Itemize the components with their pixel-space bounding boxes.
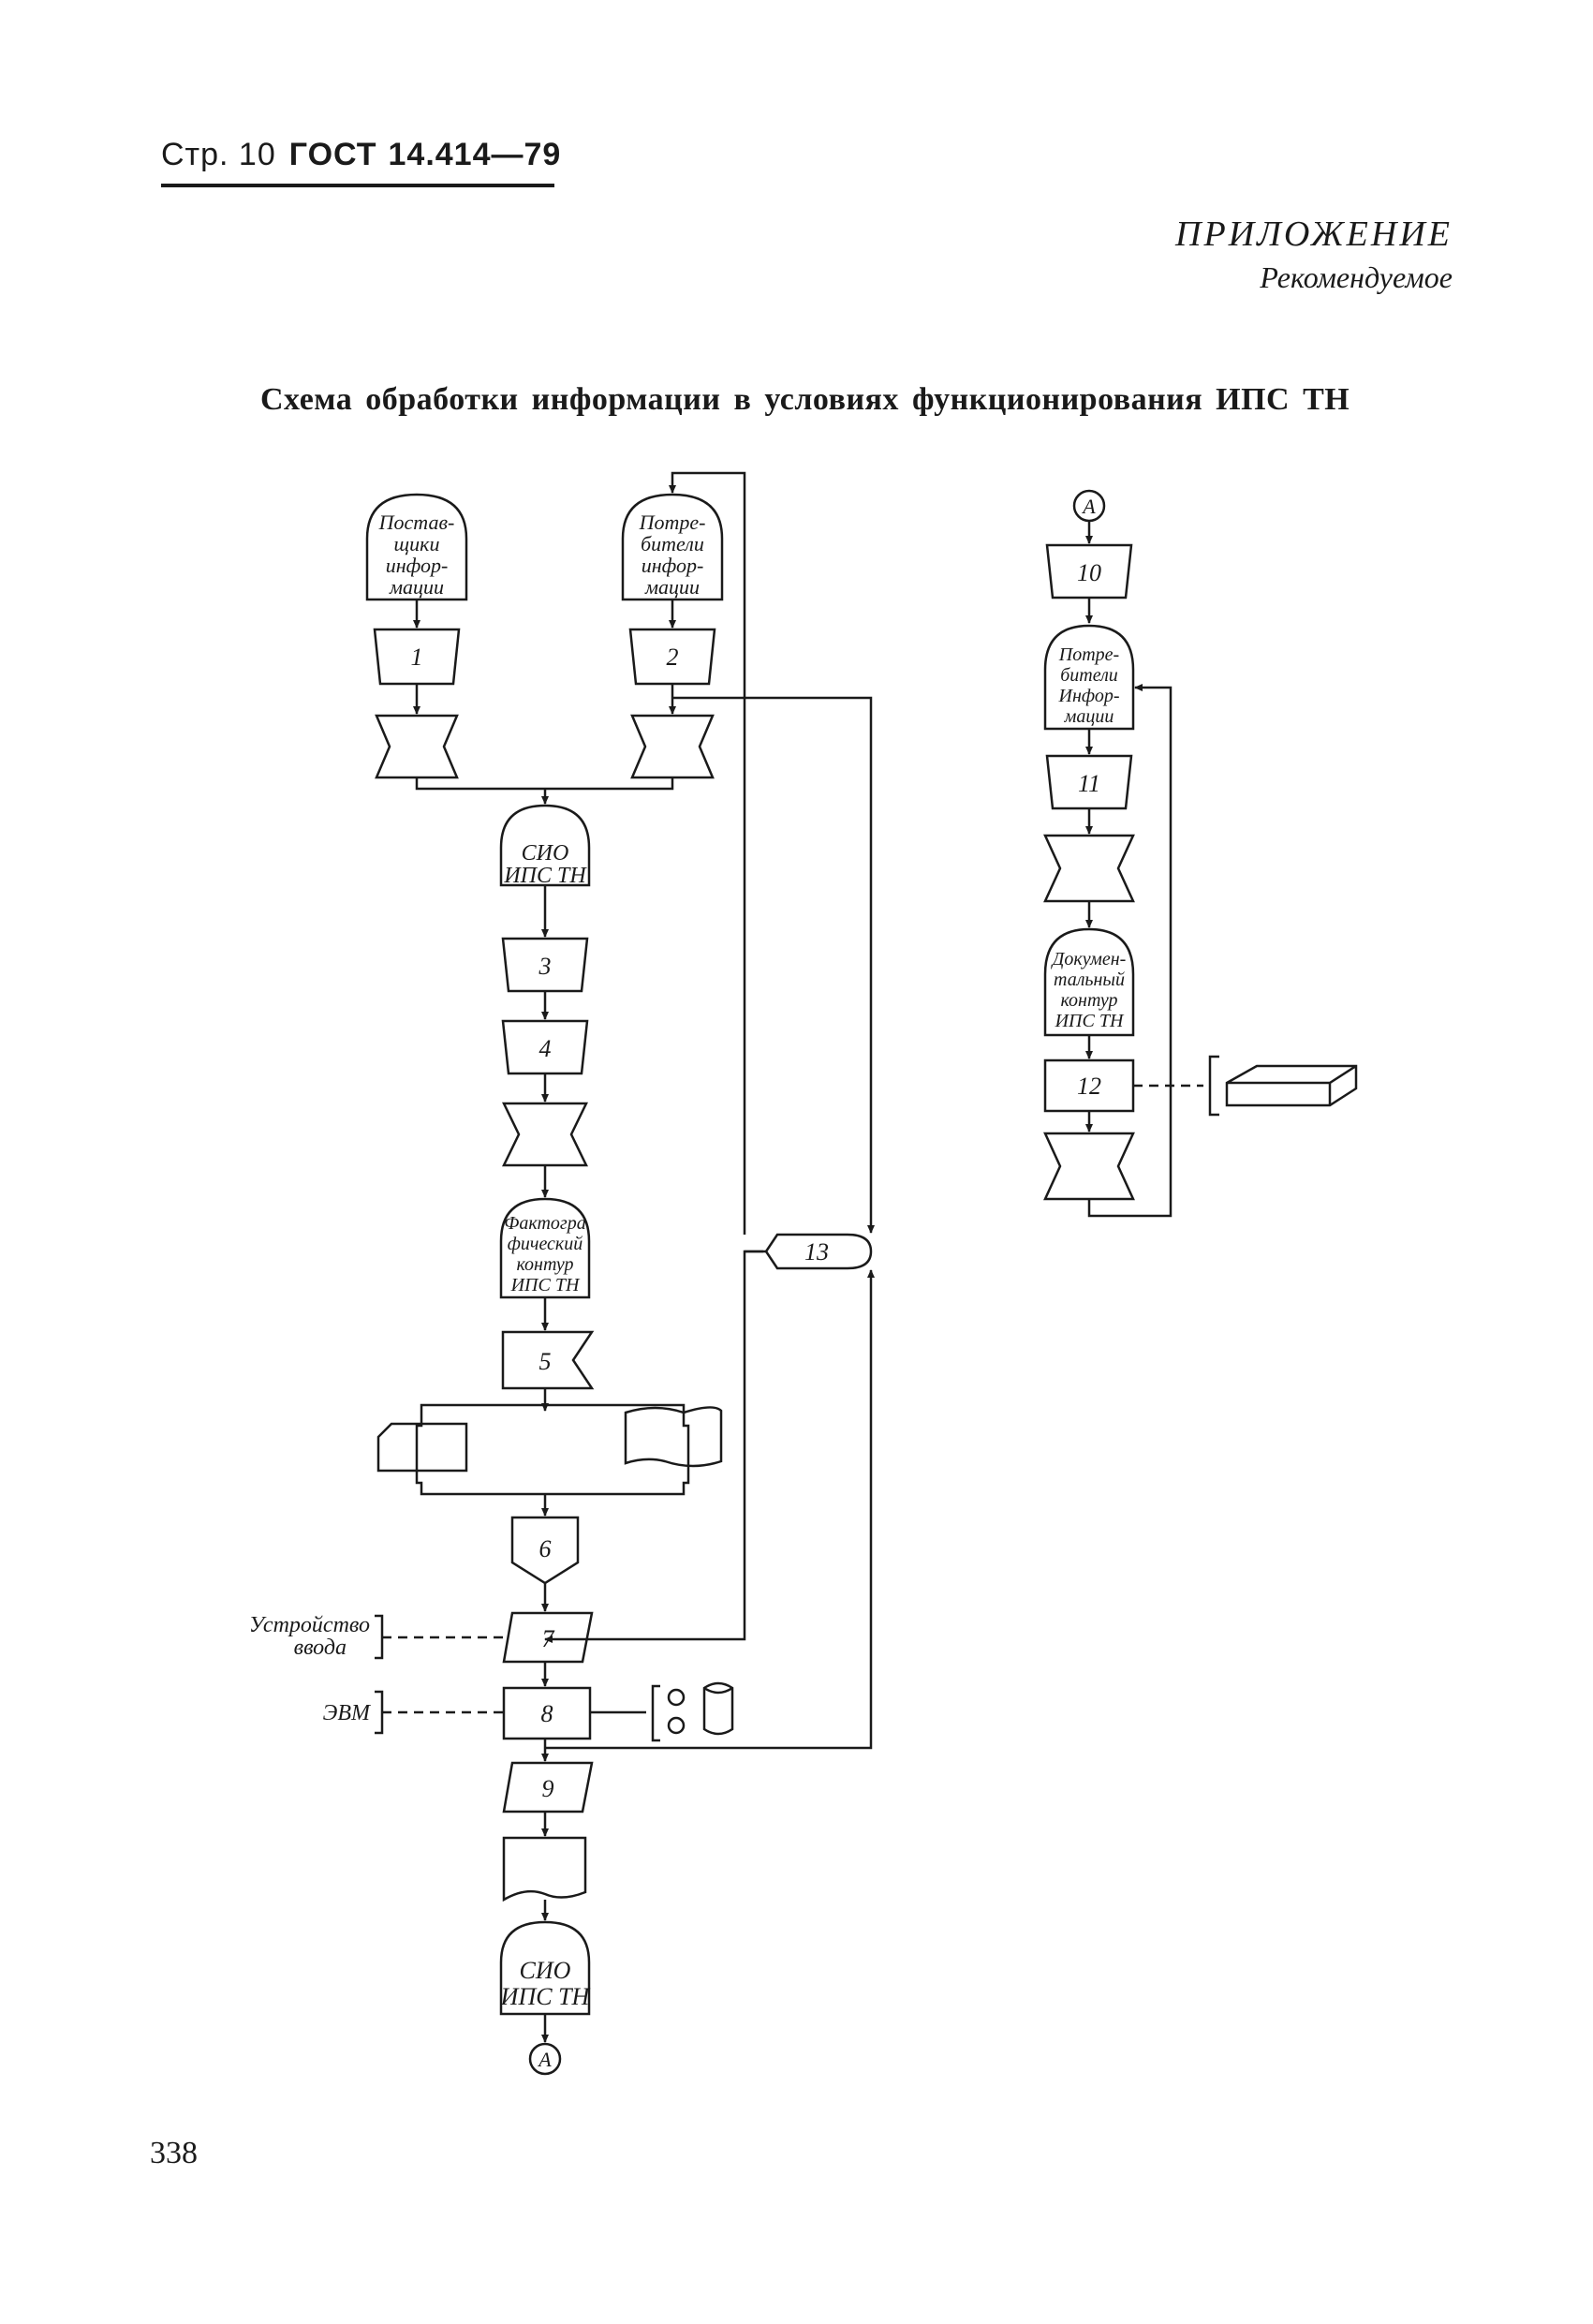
connector-a-bottom (528, 2042, 562, 2076)
consumers2-l2: бители (1060, 665, 1118, 686)
merge-b (630, 714, 715, 779)
page-label: Стр. 10 (161, 137, 276, 172)
storage-bracket (651, 1684, 660, 1742)
disk-storage (702, 1681, 734, 1736)
op-4-label: 4 (539, 1035, 552, 1062)
op-13-label: 13 (804, 1238, 829, 1266)
op-3-label: 3 (538, 953, 552, 980)
page-number: 338 (150, 2136, 198, 2170)
card-shape (376, 1422, 468, 1473)
appendix-subtitle: Рекомендуемое (1260, 260, 1453, 294)
appendix-title: ПРИЛОЖЕНИЕ (1175, 215, 1453, 254)
fact-doc (499, 1197, 591, 1299)
output-doc (502, 1836, 587, 1902)
input-device-l2: ввода (294, 1636, 347, 1660)
header-rule (161, 184, 554, 187)
sio-doc-1 (499, 804, 591, 887)
fact-l2: фический (508, 1234, 583, 1254)
merge-right (1043, 834, 1135, 903)
op-10-label: 10 (1077, 559, 1101, 586)
tape-shape (624, 1406, 723, 1468)
suppliers-l3: инфор- (386, 554, 449, 577)
output-op-9 (502, 1761, 594, 1813)
op-5-label: 5 (539, 1348, 552, 1375)
suppliers-l1: Постав- (378, 511, 455, 534)
appendix-heading: ПРИЛОЖЕНИЕ Рекомендуемое (1175, 214, 1453, 295)
gost-number: 14.414—79 (388, 137, 562, 172)
tape-reel-2 (667, 1716, 686, 1735)
docs-l1: Докумен- (1051, 949, 1127, 970)
suppliers-l2: щики (394, 532, 440, 555)
sio1-l1: СИО (522, 841, 569, 866)
docs-l3: контур (1060, 990, 1117, 1011)
sio-doc-2 (499, 1920, 591, 2016)
op-6-label: 6 (539, 1535, 552, 1562)
op-11-label: 11 (1078, 770, 1100, 797)
merge-right-2 (1043, 1132, 1135, 1201)
input-device-l1: Устройство (249, 1613, 370, 1637)
fact-l4: ИПС ТН (510, 1275, 581, 1295)
connector-a-top-label: А (1081, 495, 1096, 518)
page-header: Стр. 10 ГОСТ 14.414—79 (161, 137, 561, 173)
fact-l1: Фактогра (504, 1213, 585, 1234)
docs-doc (1043, 927, 1135, 1037)
fact-l3: контур (516, 1254, 573, 1275)
consumers2-l1: Потре- (1058, 644, 1119, 665)
suppliers-doc (365, 493, 468, 601)
manual-op-3 (501, 937, 589, 993)
sio1-l2: ИПС ТН (503, 864, 587, 888)
tape-reel-1 (667, 1688, 686, 1707)
manual-op-4 (501, 1019, 589, 1075)
merge-main (502, 1102, 588, 1167)
docs-l2: тальный (1054, 970, 1125, 990)
connector-a-bottom-label: А (537, 2048, 552, 2071)
storage-block (1225, 1064, 1358, 1107)
consumers-l3: инфор- (642, 554, 704, 577)
gost-label: ГОСТ (288, 137, 377, 172)
op-2-label: 2 (667, 644, 679, 671)
offpage-6 (510, 1516, 580, 1585)
consumers-l2: бители (641, 532, 704, 555)
consumers-doc (621, 493, 724, 601)
input-op-7 (502, 1611, 594, 1664)
merge-a (375, 714, 459, 779)
manual-op-1 (373, 628, 461, 686)
op-7-label: 7 (542, 1625, 555, 1652)
consumers-l4: мации (644, 575, 700, 599)
op-1-label: 1 (411, 644, 423, 671)
consumers-doc-2 (1043, 624, 1135, 731)
media-band (415, 1403, 690, 1496)
sio2-l2: ИПС ТН (500, 1983, 591, 2010)
consumers-l1: Потре- (639, 511, 706, 534)
sio2-l1: СИО (520, 1957, 571, 1984)
consumers2-l4: мации (1064, 706, 1114, 727)
punch-op-5 (501, 1330, 595, 1390)
display-13 (764, 1233, 873, 1270)
op-12-label: 12 (1077, 1073, 1101, 1100)
op-9-label: 9 (542, 1775, 554, 1802)
consumers2-l3: Инфор- (1058, 686, 1120, 706)
suppliers-l4: мации (389, 575, 444, 599)
manual-op-2 (628, 628, 716, 686)
annot-bracket-evm (375, 1690, 384, 1735)
manual-op-10 (1045, 543, 1133, 600)
storage-bracket-right (1208, 1055, 1219, 1117)
annot-bracket-input (375, 1614, 384, 1660)
evm-label: ЭВМ (323, 1701, 372, 1725)
manual-op-11 (1045, 754, 1133, 810)
op-8-label: 8 (541, 1700, 553, 1727)
docs-l4: ИПС ТН (1055, 1011, 1125, 1031)
